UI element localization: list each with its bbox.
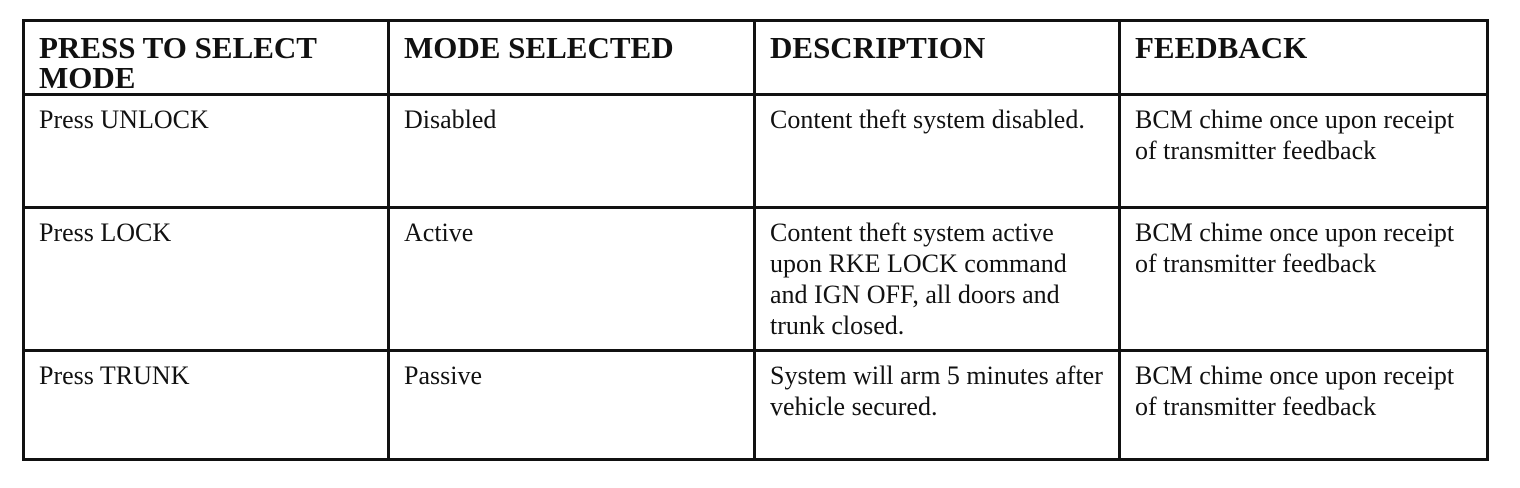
table-row: Press UNLOCK Disabled Content theft syst… — [22, 93, 1489, 209]
header-press-to-select-mode: PRESS TO SELECT MODE — [22, 19, 390, 96]
cell-press-to-select: Press UNLOCK — [22, 93, 390, 209]
cell-description: System will arm 5 minutes after vehicle … — [753, 349, 1121, 461]
cell-feedback: BCM chime once upon receipt of transmitt… — [1118, 206, 1489, 352]
header-mode-selected: MODE SELECTED — [387, 19, 756, 96]
header-feedback: FEEDBACK — [1118, 19, 1489, 96]
table-header-row: PRESS TO SELECT MODE MODE SELECTED DESCR… — [22, 19, 1489, 96]
cell-press-to-select: Press TRUNK — [22, 349, 390, 461]
cell-description: Content theft system active upon RKE LOC… — [753, 206, 1121, 352]
cell-mode-selected: Passive — [387, 349, 756, 461]
mode-selection-table: PRESS TO SELECT MODE MODE SELECTED DESCR… — [22, 19, 1489, 461]
table-row: Press LOCK Active Content theft system a… — [22, 206, 1489, 352]
cell-feedback: BCM chime once upon receipt of transmitt… — [1118, 93, 1489, 209]
header-description: DESCRIPTION — [753, 19, 1121, 96]
cell-feedback: BCM chime once upon receipt of transmitt… — [1118, 349, 1489, 461]
cell-mode-selected: Active — [387, 206, 756, 352]
table-row: Press TRUNK Passive System will arm 5 mi… — [22, 349, 1489, 461]
cell-press-to-select: Press LOCK — [22, 206, 390, 352]
cell-mode-selected: Disabled — [387, 93, 756, 209]
cell-description: Content theft system disabled. — [753, 93, 1121, 209]
